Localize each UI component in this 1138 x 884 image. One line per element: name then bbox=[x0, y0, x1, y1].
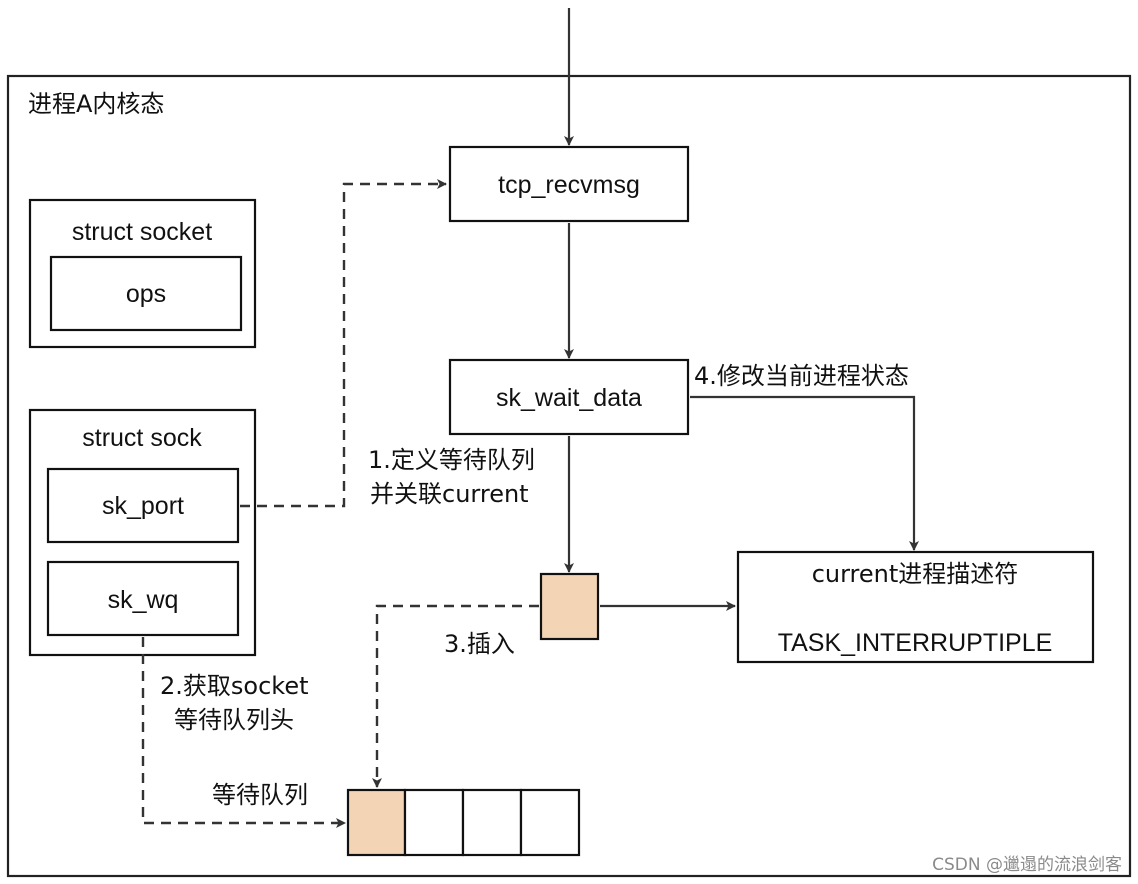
step4-label: 4.修改当前进程状态 bbox=[694, 362, 909, 390]
step3-label: 3.插入 bbox=[444, 630, 515, 658]
sk-wait-data-node: sk_wait_data bbox=[448, 358, 690, 436]
struct-sock-label: struct sock bbox=[82, 424, 202, 452]
watermark: CSDN @邋遢的流浪剑客 bbox=[932, 855, 1122, 875]
wait-queue bbox=[346, 788, 581, 857]
wait-queue-cell bbox=[519, 788, 581, 857]
ops-label: ops bbox=[126, 280, 166, 308]
tcp-recvmsg-node: tcp_recvmsg bbox=[448, 145, 690, 223]
sk-port-to-recvmsg-dashed-arrow bbox=[240, 179, 447, 508]
step2-label-line2: 等待队列头 bbox=[174, 706, 294, 734]
current-descriptor-node: current进程描述符 TASK_INTERRUPTIPLE bbox=[736, 550, 1095, 664]
current-state-label: TASK_INTERRUPTIPLE bbox=[778, 629, 1053, 657]
step2-label-line1: 2.获取socket bbox=[160, 672, 309, 700]
sk-wait-data-label: sk_wait_data bbox=[496, 384, 642, 412]
tcp-recvmsg-label: tcp_recvmsg bbox=[498, 171, 640, 199]
sk-port-label: sk_port bbox=[102, 492, 184, 520]
sk-port-field bbox=[46, 467, 240, 544]
step1-label-line2: 并关联current bbox=[370, 480, 529, 508]
step1-label-line1: 1.定义等待队列 bbox=[368, 446, 535, 474]
wait-entry-node bbox=[539, 572, 600, 641]
wait-queue-head-cell bbox=[346, 788, 407, 857]
entry-insert-dashed-arrow bbox=[372, 604, 539, 788]
region-label: 进程A内核态 bbox=[28, 90, 164, 118]
struct-socket-node: struct socket ops bbox=[28, 198, 257, 349]
current-descriptor-title: current进程描述符 bbox=[812, 560, 1019, 588]
wait-queue-label: 等待队列 bbox=[212, 781, 308, 809]
wait-queue-cell bbox=[461, 788, 523, 857]
waitdata-to-current-arrow bbox=[690, 395, 919, 551]
sk-wq-label: sk_wq bbox=[108, 586, 179, 614]
ops-field bbox=[49, 255, 243, 332]
wait-queue-cell bbox=[403, 788, 465, 857]
struct-sock-node: struct sock sk_port sk_wq bbox=[28, 408, 257, 657]
struct-socket-label: struct socket bbox=[72, 218, 212, 246]
sk-wq-field bbox=[46, 560, 240, 637]
